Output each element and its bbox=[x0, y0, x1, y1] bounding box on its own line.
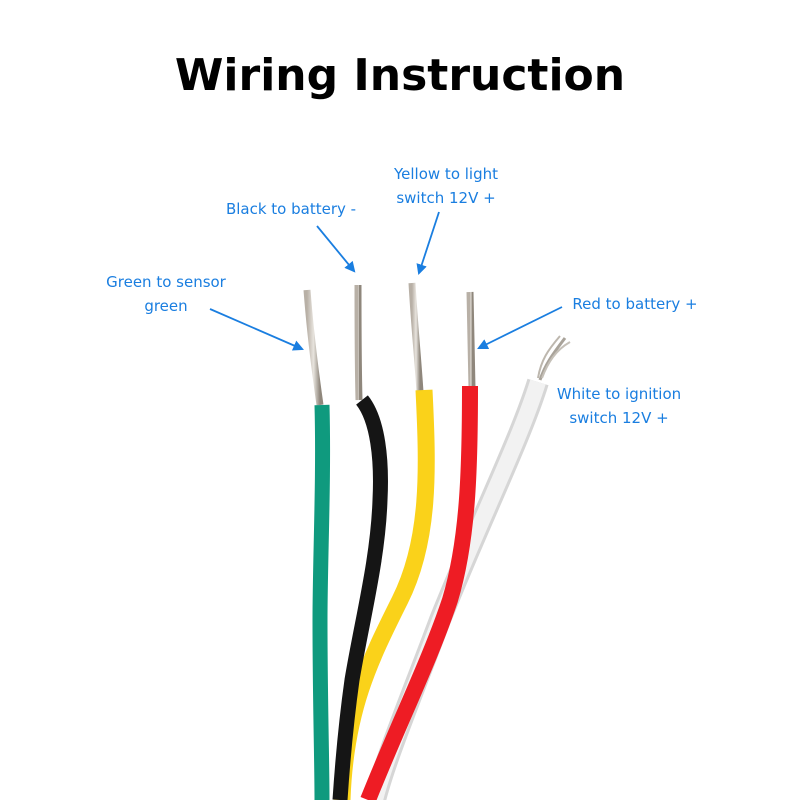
label-red: Red to battery + bbox=[572, 295, 698, 313]
label-green: Green to sensor green bbox=[106, 273, 226, 315]
green-arrow bbox=[209, 308, 304, 351]
wire-red bbox=[360, 291, 478, 800]
wire-green bbox=[303, 289, 331, 800]
white-wire-strands bbox=[537, 335, 571, 381]
label-yellow: Yellow to light switch 12V + bbox=[393, 165, 499, 207]
red-arrow bbox=[477, 306, 563, 350]
yellow-arrow bbox=[416, 211, 440, 276]
label-white: White to ignition switch 12V + bbox=[556, 385, 682, 427]
label-black: Black to battery - bbox=[225, 200, 357, 218]
page-title: Wiring Instruction bbox=[174, 50, 626, 101]
black-arrow bbox=[316, 225, 356, 273]
wire-black bbox=[332, 284, 388, 800]
